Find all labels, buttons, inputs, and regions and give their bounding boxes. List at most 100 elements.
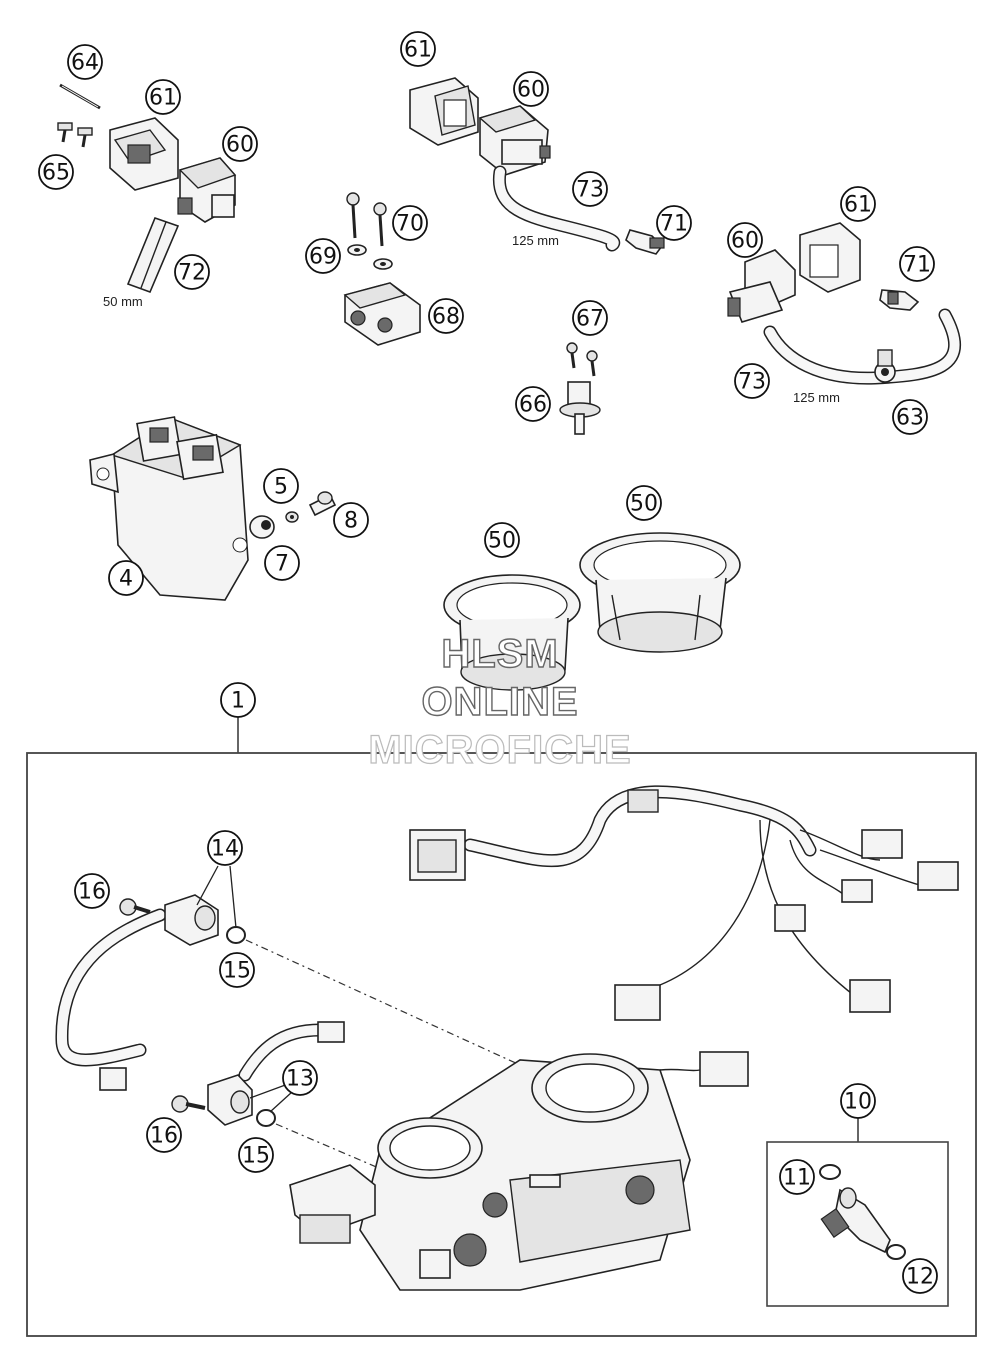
- callout-circle: [626, 485, 662, 521]
- callout-8: 8: [333, 502, 369, 538]
- callout-67: 67: [572, 300, 608, 336]
- callout-circle: [333, 502, 369, 538]
- o-ring-15-b: [256, 1109, 276, 1127]
- sensor-60-a: [177, 157, 237, 223]
- callout-68: 68: [428, 298, 464, 334]
- screws-67: [566, 342, 598, 377]
- callout-number: 15: [223, 959, 251, 984]
- callout-number: 12: [906, 1265, 934, 1290]
- harness-connector-f: [849, 979, 891, 1013]
- screws-70: [346, 192, 387, 247]
- callout-circle: [428, 298, 464, 334]
- ecu-4: [89, 416, 249, 601]
- callout-14: 14: [207, 830, 243, 866]
- hose-73-a: [492, 165, 621, 252]
- sensor-60-c: [727, 249, 796, 323]
- callout-number: 71: [660, 212, 688, 237]
- callout-number: 14: [211, 837, 239, 862]
- bolt-8: [308, 491, 337, 517]
- injector: [819, 1164, 906, 1260]
- grommet-7: [249, 515, 275, 539]
- callout-circle: [222, 126, 258, 162]
- callout-number: 50: [630, 492, 658, 517]
- callout-61: 61: [145, 79, 181, 115]
- callout-66: 66: [515, 386, 551, 422]
- callout-circle: [899, 246, 935, 282]
- callout-circle: [902, 1258, 938, 1294]
- callout-circle: [264, 545, 300, 581]
- callout-number: 13: [286, 1067, 314, 1092]
- callout-4: 4: [108, 560, 144, 596]
- watermark-line1: HLSM: [441, 631, 559, 676]
- callout-number: 61: [149, 86, 177, 111]
- callout-circle: [282, 1060, 318, 1096]
- callout-60: 60: [513, 71, 549, 107]
- callout-number: 68: [432, 305, 460, 330]
- bracket-68: [343, 282, 421, 346]
- harness-connector-e: [614, 984, 661, 1021]
- callout-circle: [779, 1159, 815, 1195]
- harness-connector-a: [861, 829, 903, 859]
- callout-circle: [572, 300, 608, 336]
- callout-number: 71: [903, 253, 931, 278]
- harness-connector-b: [917, 861, 959, 891]
- clamp-63: [874, 349, 896, 383]
- callout-15: 15: [238, 1137, 274, 1173]
- callout-number: 72: [178, 261, 206, 286]
- callout-number: 67: [576, 307, 604, 332]
- callout-number: 11: [783, 1166, 811, 1191]
- callout-labels: 6461606572616073717069686160716766736358…: [38, 31, 938, 1294]
- callout-circle: [263, 468, 299, 504]
- callout-50: 50: [626, 485, 662, 521]
- throttle-body: [289, 1051, 749, 1291]
- callout-60: 60: [222, 126, 258, 162]
- callout-number: 65: [42, 161, 70, 186]
- sensor-60-b: [478, 105, 551, 176]
- callout-number: 50: [488, 529, 516, 554]
- callout-71: 71: [899, 246, 935, 282]
- callout-circle: [400, 31, 436, 67]
- callout-70: 70: [392, 205, 428, 241]
- screw-16-b: [171, 1095, 206, 1113]
- callout-number: 64: [71, 51, 99, 76]
- callout-7: 7: [264, 545, 300, 581]
- callout-circle: [656, 205, 692, 241]
- dimension-125mm-a: 125 mm: [512, 233, 559, 248]
- injector-box-10: [766, 1141, 949, 1307]
- callout-number: 73: [576, 178, 604, 203]
- hose-72: [126, 216, 180, 294]
- callout-number: 70: [396, 212, 424, 237]
- callout-number: 61: [844, 193, 872, 218]
- screws-65: [57, 122, 93, 148]
- callout-circle: [392, 205, 428, 241]
- callout-number: 66: [519, 393, 547, 418]
- callout-71: 71: [656, 205, 692, 241]
- callout-16: 16: [146, 1117, 182, 1153]
- callout-circle: [515, 386, 551, 422]
- callout-circle: [734, 363, 770, 399]
- callout-number: 60: [517, 78, 545, 103]
- connector-housing-61-b: [409, 77, 479, 146]
- callout-circle: [108, 560, 144, 596]
- callout-11: 11: [779, 1159, 815, 1195]
- callout-61: 61: [840, 186, 876, 222]
- throttle-body-connector: [699, 1051, 749, 1087]
- callout-61: 61: [400, 31, 436, 67]
- fitting-71-b: [879, 289, 920, 311]
- callout-circle: [513, 71, 549, 107]
- assembly-1-box: [26, 752, 977, 1337]
- callout-circle: [840, 1083, 876, 1119]
- connector-housing-61-a: [109, 117, 179, 191]
- screw-16-a: [119, 898, 151, 916]
- callout-12: 12: [902, 1258, 938, 1294]
- callout-circle: [892, 399, 928, 435]
- callout-circle: [74, 873, 110, 909]
- o-ring-12: [886, 1244, 906, 1260]
- callout-number: 61: [404, 38, 432, 63]
- callout-number: 63: [896, 406, 924, 431]
- callout-number: 10: [844, 1090, 872, 1115]
- callout-circle: [219, 952, 255, 988]
- callout-number: 15: [242, 1144, 270, 1169]
- callout-10: 10: [840, 1083, 876, 1119]
- wiring-harness: [409, 785, 959, 1021]
